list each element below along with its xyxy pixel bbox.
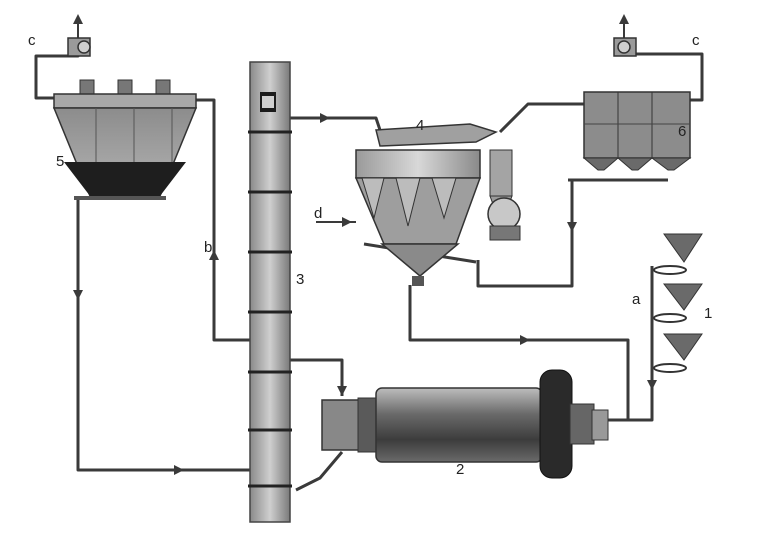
exhaust-arrow-right <box>619 14 629 24</box>
bucket-elevator <box>248 61 292 523</box>
feed-to-separator <box>276 116 382 131</box>
mill-discharge-chute <box>295 451 344 492</box>
exhaust-line-right <box>632 52 704 102</box>
exhaust-fan-right <box>613 37 637 57</box>
coarse-arrow <box>520 335 530 345</box>
ball-mill <box>321 369 609 479</box>
return-line-arrow-2 <box>174 465 184 475</box>
label-stream-d: d <box>314 205 322 222</box>
label-stream-a: a <box>632 291 641 308</box>
mill-inlet-arrow <box>337 386 347 396</box>
line-d-arrow <box>342 217 352 227</box>
bag-filter-right <box>582 91 692 171</box>
return-line-bottom <box>76 200 262 472</box>
exhaust-arrow-left <box>73 14 83 24</box>
label-bag-filter-right: 6 <box>678 123 686 140</box>
coarse-return-line <box>408 285 630 422</box>
exhaust-fan-left <box>67 37 91 57</box>
feed-hoppers <box>653 233 703 373</box>
label-stream-b: b <box>204 239 212 256</box>
return-line-arrow <box>73 290 83 300</box>
separator-to-filter <box>498 102 584 134</box>
labels: c c 5 6 4 d b 3 a 1 2 <box>28 32 712 478</box>
label-stream-c-left: c <box>28 32 36 49</box>
separator-feed-arrow <box>320 113 330 123</box>
flow-arrows <box>73 14 657 475</box>
label-feed-hoppers: 1 <box>704 305 712 322</box>
line-b <box>196 98 262 342</box>
label-bag-filter-left: 5 <box>56 153 64 170</box>
line-b-arrow <box>209 250 219 260</box>
label-separator: 4 <box>416 117 424 134</box>
elevator-to-mill <box>290 358 344 396</box>
label-ball-mill: 2 <box>456 461 464 478</box>
label-elevator: 3 <box>296 271 304 288</box>
fines-line <box>476 180 574 288</box>
line-a-arrow <box>647 380 657 390</box>
line-a <box>628 266 654 422</box>
bag-filter-left <box>52 79 198 200</box>
fines-arrow <box>567 222 577 232</box>
cyclone-separator <box>354 123 521 286</box>
label-stream-c-right: c <box>692 32 700 49</box>
